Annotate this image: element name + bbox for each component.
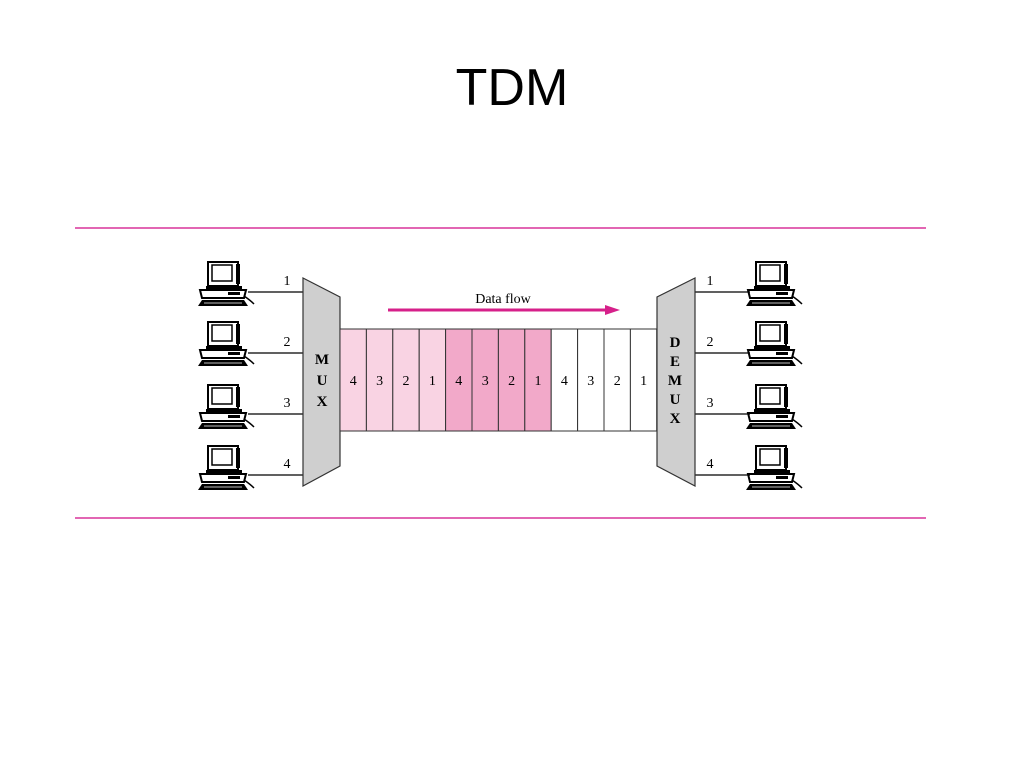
time-slot-label: 1 bbox=[429, 374, 436, 389]
data-flow-label: Data flow bbox=[475, 292, 531, 307]
block-letter: U bbox=[317, 373, 328, 389]
demux-block bbox=[656, 277, 696, 487]
input-line-label: 1 bbox=[284, 274, 291, 289]
block-letter: E bbox=[670, 354, 680, 370]
block-letter: U bbox=[670, 392, 681, 408]
time-slot-label: 4 bbox=[561, 374, 568, 389]
input-line-label: 4 bbox=[284, 457, 291, 472]
mux-label: MUX bbox=[315, 352, 329, 410]
time-slot bbox=[603, 328, 631, 432]
time-slot-label: 2 bbox=[403, 374, 410, 389]
slide-title: TDM bbox=[455, 59, 569, 117]
input-line-label: 2 bbox=[284, 335, 291, 350]
output-line-label: 1 bbox=[707, 274, 714, 289]
data-flow-arrowhead bbox=[605, 305, 620, 315]
computer-icon bbox=[745, 384, 803, 430]
block-letter: X bbox=[317, 394, 328, 410]
time-slot-label: 4 bbox=[455, 374, 462, 389]
output-line-label: 4 bbox=[707, 457, 714, 472]
time-slot-label: 3 bbox=[587, 374, 594, 389]
mux-block bbox=[302, 277, 341, 488]
time-slot bbox=[577, 328, 605, 432]
computer-icon bbox=[197, 445, 255, 491]
time-slot bbox=[471, 328, 499, 432]
time-slot-label: 3 bbox=[376, 374, 383, 389]
computer-icon bbox=[197, 321, 255, 367]
computer-icon bbox=[745, 445, 803, 491]
block-letter: D bbox=[670, 335, 681, 351]
computer-icon bbox=[197, 261, 255, 307]
time-slot bbox=[497, 328, 526, 432]
time-slot-label: 2 bbox=[614, 374, 621, 389]
input-line-label: 3 bbox=[284, 396, 291, 411]
time-slot-label: 1 bbox=[640, 374, 647, 389]
tdm-frames: 4 3 2 1 4 3 2 1 4 3 2 1 bbox=[339, 328, 658, 432]
time-slot-label: 3 bbox=[482, 374, 489, 389]
block-letter: X bbox=[670, 411, 681, 427]
time-slot-label: 1 bbox=[535, 374, 542, 389]
block-letter: M bbox=[315, 352, 329, 368]
output-line-label: 2 bbox=[707, 335, 714, 350]
time-slot bbox=[365, 328, 394, 432]
time-slot bbox=[445, 328, 473, 432]
block-letter: M bbox=[668, 373, 682, 389]
computer-icon bbox=[745, 321, 803, 367]
time-slot-label: 2 bbox=[508, 374, 515, 389]
computer-icon bbox=[745, 261, 803, 307]
time-slot-label: 4 bbox=[350, 374, 357, 389]
time-slot bbox=[550, 328, 579, 432]
output-line-label: 3 bbox=[707, 396, 714, 411]
computer-icon bbox=[197, 384, 255, 430]
time-slot bbox=[629, 328, 658, 432]
